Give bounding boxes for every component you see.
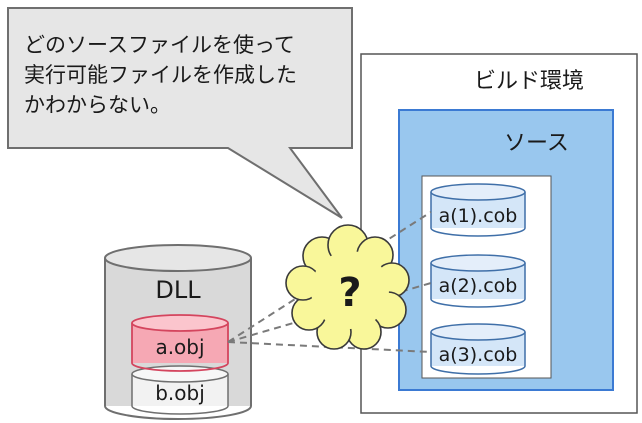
cylinder-outline (430, 192, 526, 237)
callout-line-3: かわからない。 (24, 93, 171, 117)
object-b-outline (131, 374, 229, 415)
object-b-label: b.obj (155, 381, 205, 405)
source-title: ソース (504, 131, 569, 156)
object-a-top (131, 314, 229, 332)
object-a-label: a.obj (155, 335, 204, 359)
callout-bubble (7, 7, 353, 219)
cloud-question-mark: ? (338, 270, 361, 316)
cloud-fill-cover (311, 251, 389, 329)
callout-line-1: どのソースファイルを使って (24, 33, 295, 57)
file-label-a1: a(1).cob (439, 205, 518, 227)
file-label-a3: a(3).cob (439, 344, 518, 366)
object-a: a.obj (131, 314, 229, 372)
cylinder-top (430, 323, 526, 341)
dll-title: DLL (155, 276, 201, 304)
dll-outline (104, 258, 252, 420)
dll-top (104, 244, 252, 272)
cylinder-top (430, 183, 526, 201)
cylinder-outline (430, 263, 526, 308)
source-file-a3: a(3).cob (430, 323, 526, 375)
cylinder-top (430, 254, 526, 272)
callout: どのソースファイルを使って 実行可能ファイルを作成した かわからない。 (7, 7, 353, 219)
file-label-a2: a(2).cob (439, 275, 518, 297)
build-environment-title: ビルド環境 (474, 69, 584, 94)
question-cloud: ? (285, 224, 410, 350)
object-a-outline (131, 323, 229, 372)
cylinder-outline (430, 332, 526, 375)
source-file-a1: a(1).cob (430, 183, 526, 237)
source-file-a2: a(2).cob (430, 254, 526, 308)
object-b: b.obj (131, 365, 229, 415)
callout-line-2: 実行可能ファイルを作成した (24, 63, 297, 87)
